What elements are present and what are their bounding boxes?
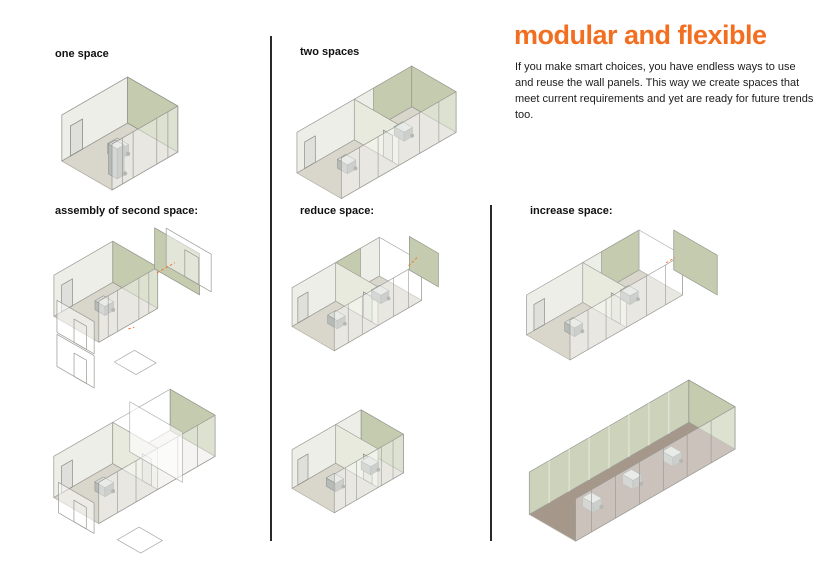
two-spaces-diagram	[296, 65, 457, 199]
column-divider-1	[270, 36, 272, 541]
assembly-exploded-diagram	[53, 227, 212, 389]
reduce-after-diagram	[291, 409, 404, 514]
increase-label: increase space:	[530, 205, 613, 217]
increase-after-diagram	[528, 379, 736, 542]
page-title: modular and flexible	[514, 20, 767, 50]
one-space-label: one space	[55, 48, 109, 60]
column-divider-2	[490, 205, 492, 541]
assembly-label: assembly of second space:	[55, 205, 199, 217]
reduce-label: reduce space:	[300, 205, 374, 217]
reduce-before-diagram	[291, 236, 439, 352]
increase-before-diagram	[526, 229, 718, 361]
two-spaces-label: two spaces	[300, 46, 360, 58]
assembly-assembled-diagram	[53, 388, 216, 554]
intro-paragraph: If you make smart choices, you have endl…	[515, 61, 814, 121]
one-space-diagram	[61, 76, 179, 191]
